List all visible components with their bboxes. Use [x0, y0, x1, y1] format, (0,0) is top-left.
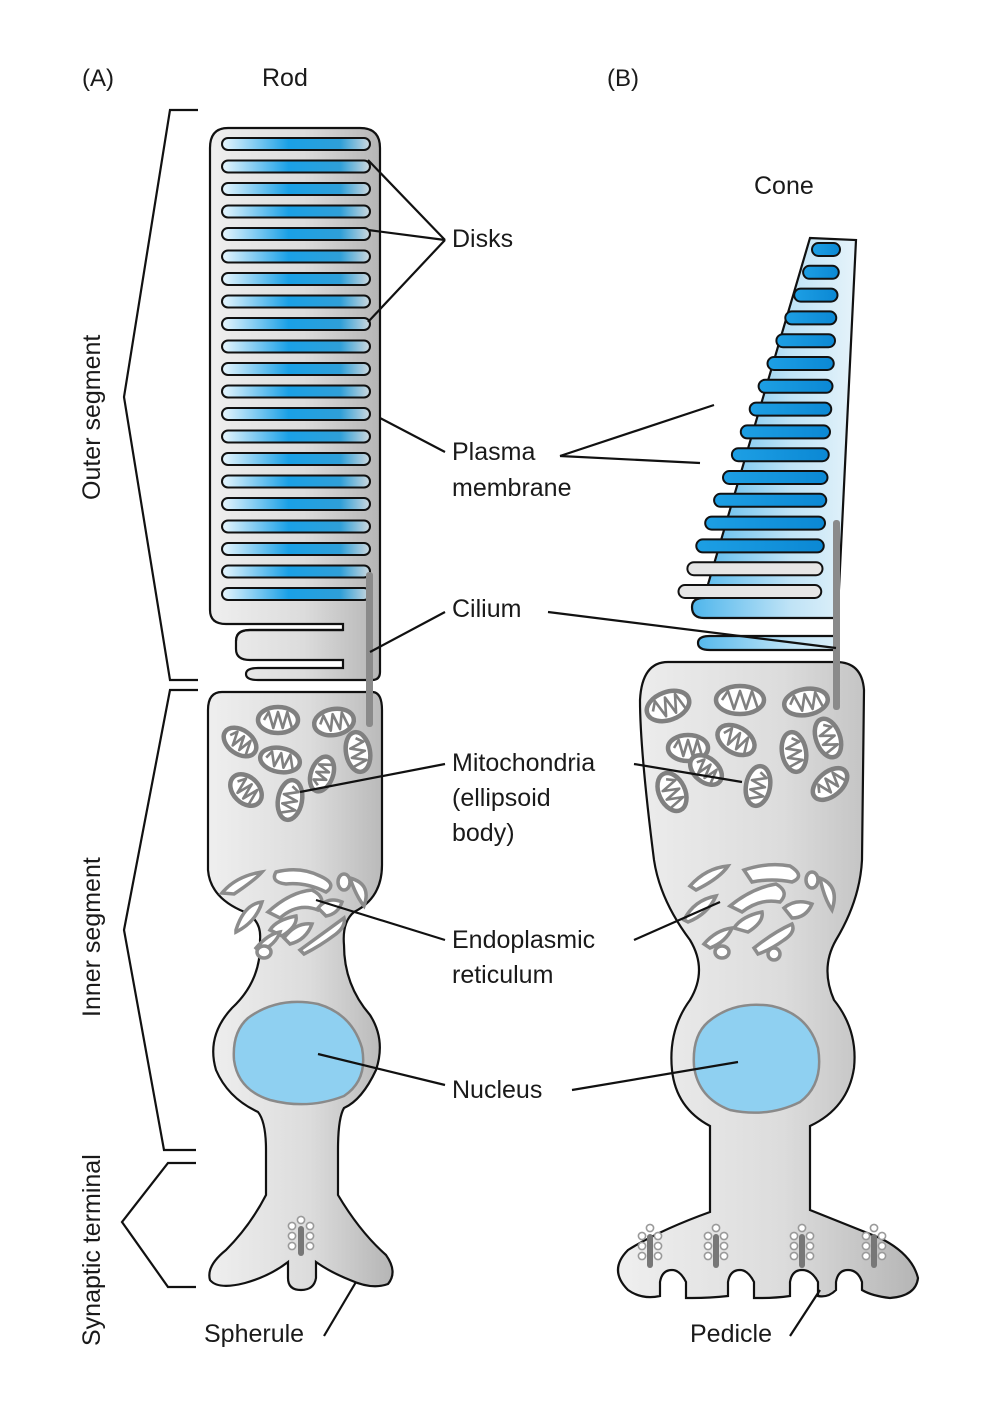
cone-cell	[616, 236, 920, 1300]
rod-disk	[221, 542, 371, 556]
outer-segment-bracket: Outer segment	[78, 108, 198, 682]
rod-disk	[221, 339, 371, 354]
inner-segment-bracket: Inner segment	[78, 688, 198, 1152]
rod-disk	[221, 362, 371, 376]
cone-nucleus	[692, 1003, 821, 1114]
cone-disk	[722, 470, 829, 485]
rod-cell	[206, 126, 394, 1292]
mitochondrion	[228, 772, 264, 808]
mitochondrion	[715, 722, 757, 758]
rod-disk	[221, 182, 371, 196]
label-cilium: Cilium	[452, 595, 521, 623]
rod-disks	[221, 137, 371, 601]
panel-a-letter: (A)	[82, 65, 114, 92]
rod-endoplasmic-reticulum	[218, 868, 368, 960]
cone-disk	[686, 561, 824, 577]
label-disks: Disks	[452, 225, 513, 253]
mitochondrion	[779, 729, 809, 775]
cone-disk	[757, 378, 834, 394]
cone-disks	[677, 242, 841, 599]
mitochondrion	[812, 716, 844, 760]
mitochondrion	[221, 725, 259, 759]
rod-disk	[221, 497, 371, 511]
mitochondrion	[655, 770, 689, 814]
rod-disk	[221, 474, 371, 489]
cone-disk	[793, 287, 839, 303]
rod-synaptic-ribbon	[287, 1215, 315, 1256]
cone-title: Cone	[754, 172, 814, 200]
mitochondrion	[275, 777, 305, 823]
mitochondrion	[781, 686, 831, 718]
synaptic-terminal-label: Synaptic terminal	[78, 1154, 106, 1346]
rod-disk	[221, 317, 371, 331]
label-er-1: Endoplasmic	[452, 926, 595, 954]
mitochondrion	[255, 704, 301, 736]
cone-cilium	[833, 520, 840, 710]
label-pedicle: Pedicle	[690, 1320, 772, 1348]
label-er-2: reticulum	[452, 961, 553, 989]
mitochondrion	[307, 754, 337, 794]
rod-title: Rod	[262, 64, 308, 92]
cone-disk	[766, 356, 835, 371]
label-nucleus: Nucleus	[452, 1076, 542, 1104]
label-mitochondria-1: Mitochondria	[452, 749, 595, 777]
synaptic-terminal-bracket: Synaptic terminal	[78, 1154, 196, 1346]
cone-mitochondria	[644, 683, 850, 814]
cone-synaptic-ribbons	[637, 1223, 887, 1268]
cone-endoplasmic-reticulum	[681, 862, 836, 962]
cone-disk	[677, 584, 823, 599]
outer-segment-label: Outer segment	[78, 335, 106, 500]
rod-disk	[221, 429, 371, 444]
rod-disk	[221, 249, 371, 264]
synaptic-ribbon	[637, 1223, 663, 1268]
synaptic-ribbon	[789, 1223, 815, 1268]
cone-disk	[802, 264, 840, 280]
mitochondrion	[343, 729, 373, 775]
rod-disk	[221, 452, 371, 466]
mitochondrion	[644, 688, 692, 724]
rod-disk	[221, 519, 371, 534]
rod-disk	[221, 564, 371, 579]
cone-disk	[730, 447, 830, 463]
cone-disk	[739, 424, 831, 440]
rod-disk	[221, 587, 371, 601]
mitochondrion	[810, 765, 850, 803]
label-mitochondria-2: (ellipsoid	[452, 784, 551, 812]
cone-inner-segment	[616, 660, 920, 1300]
mitochondrion	[743, 763, 773, 809]
rod-inner-segment	[206, 690, 394, 1292]
cone-disk	[713, 492, 828, 508]
mitochondrion	[311, 706, 357, 738]
leader-lines	[299, 159, 837, 1337]
cone-disk	[748, 401, 833, 417]
cone-disk	[695, 538, 825, 554]
cone-disk	[775, 333, 837, 349]
rod-disk	[221, 272, 371, 286]
rod-disk	[221, 227, 371, 241]
rod-disk	[221, 407, 371, 421]
label-plasma-membrane-1: Plasma	[452, 438, 535, 466]
inner-segment-label: Inner segment	[78, 857, 106, 1017]
rod-cilium	[366, 572, 373, 727]
synaptic-ribbon	[861, 1223, 887, 1268]
rod-disk	[221, 294, 371, 309]
cone-disk	[704, 515, 827, 531]
synaptic-ribbon	[703, 1223, 729, 1268]
rod-disk	[221, 384, 371, 399]
cone-disk	[811, 242, 841, 257]
rod-mitochondria	[221, 704, 373, 823]
label-plasma-membrane-2: membrane	[452, 474, 572, 502]
rod-disk	[221, 159, 371, 174]
mitochondrion	[713, 683, 767, 717]
rod-disk	[221, 137, 371, 151]
rod-nucleus	[232, 1000, 365, 1106]
panel-b-letter: (B)	[607, 65, 639, 92]
label-mitochondria-3: body)	[452, 819, 515, 847]
mitochondrion	[257, 745, 303, 775]
cone-disk	[784, 310, 838, 326]
label-spherule: Spherule	[204, 1320, 304, 1348]
rod-disk	[221, 204, 371, 219]
